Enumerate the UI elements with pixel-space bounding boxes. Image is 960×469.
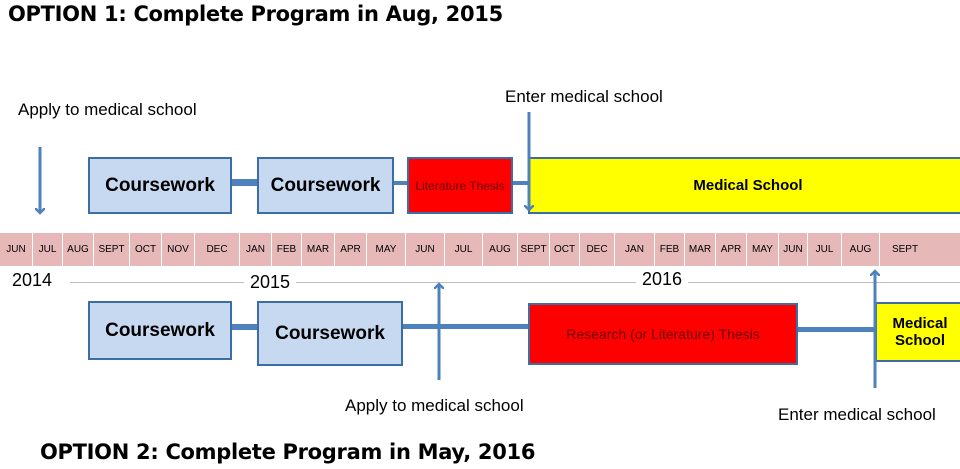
month-cell: SEPT: [518, 233, 550, 266]
year-label-2014: 2014: [6, 270, 59, 291]
month-cell: APR: [716, 233, 747, 266]
option2-medical-school-box: Medical School: [875, 302, 960, 362]
month-cell: FEB: [655, 233, 685, 266]
month-cell: JAN: [240, 233, 272, 266]
month-cell: DEC: [195, 233, 240, 266]
month-cell: APR: [335, 233, 367, 266]
option1-connector-3: [512, 181, 530, 185]
month-cell: AUG: [63, 233, 94, 266]
month-cell: JUN: [406, 233, 445, 266]
month-timeline: JUN JUL AUG SEPT OCT NOV DEC JAN FEB MAR…: [0, 233, 960, 266]
month-cell: FEB: [272, 233, 302, 266]
year-label-2016: 2016: [636, 269, 689, 290]
month-cell: DEC: [580, 233, 615, 266]
option1-coursework-box-1: Coursework: [88, 157, 232, 214]
option1-connector-2: [393, 181, 409, 185]
month-cell: MAY: [367, 233, 406, 266]
option2-coursework-box-1: Coursework: [88, 301, 232, 360]
option1-coursework-box-2: Coursework: [257, 157, 394, 214]
month-cell: JAN: [615, 233, 655, 266]
year-label-2015: 2015: [244, 272, 297, 293]
option2-enter-label: Enter medical school: [778, 405, 936, 424]
month-cell: JUL: [445, 233, 483, 266]
month-cell: SEPT: [94, 233, 130, 266]
option1-title: OPTION 1: Complete Program in Aug, 2015: [8, 2, 503, 26]
option2-connector-2: [402, 324, 530, 329]
month-cell: MAR: [685, 233, 716, 266]
month-cell: JUN: [779, 233, 808, 266]
option1-apply-label: Apply to medical school: [18, 100, 197, 119]
option2-research-thesis-box: Research (or Literature) Thesis: [528, 303, 798, 365]
year-axis-line: [70, 282, 960, 283]
option1-enter-label: Enter medical school: [505, 87, 663, 106]
month-cell: NOV: [162, 233, 195, 266]
month-cell: AUG: [483, 233, 518, 266]
month-cell: OCT: [550, 233, 580, 266]
option2-connector-1: [231, 324, 259, 330]
month-cell: JUL: [808, 233, 842, 266]
month-cell: AUG: [842, 233, 880, 266]
option2-connector-3: [797, 327, 877, 332]
month-cell: OCT: [130, 233, 162, 266]
month-cell: JUL: [33, 233, 63, 266]
month-cell: JUN: [0, 233, 33, 266]
month-cell: SEPT: [891, 244, 919, 255]
option2-coursework-box-2: Coursework: [257, 301, 403, 366]
option1-literature-thesis-box: Literature Thesis: [407, 157, 513, 214]
option2-title: OPTION 2: Complete Program in May, 2016: [40, 440, 536, 464]
month-cell: MAR: [302, 233, 335, 266]
month-cell: MAY: [747, 233, 779, 266]
option1-medical-school-box: Medical School: [528, 157, 960, 214]
option2-apply-label: Apply to medical school: [345, 396, 524, 415]
option1-connector-1: [231, 179, 259, 186]
